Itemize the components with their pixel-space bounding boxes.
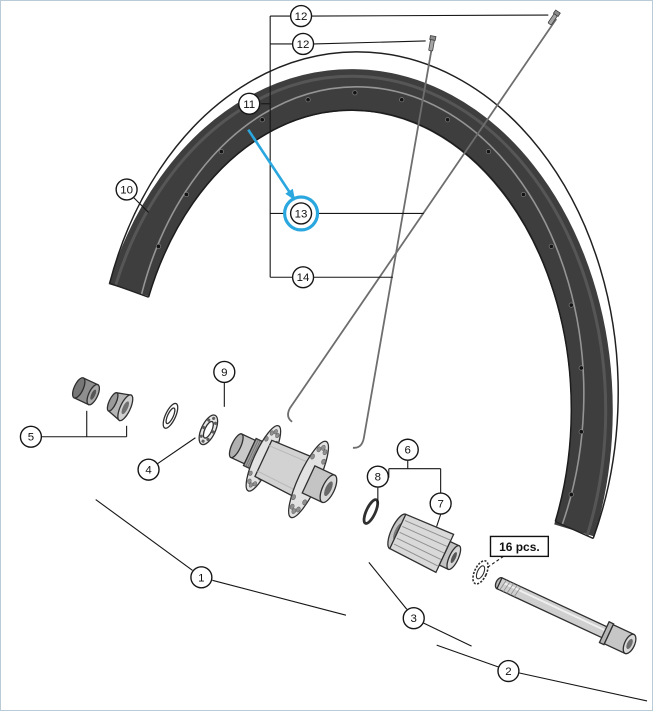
seal-washer <box>162 402 179 429</box>
callout-2[interactable]: 2 <box>497 659 520 683</box>
bearing <box>198 414 219 446</box>
cone-nut <box>106 392 134 422</box>
callout-5[interactable]: 5 <box>19 425 43 448</box>
callout-label: 12 <box>297 39 310 51</box>
pieces-leader <box>487 555 504 568</box>
rim-cut-left <box>109 282 149 298</box>
hub-end-cap <box>71 377 101 406</box>
rim-inner-highlight <box>140 86 585 525</box>
callout-label: 14 <box>297 272 310 284</box>
pieces-note: 16 pcs. <box>489 535 550 558</box>
highlight-arrow-head <box>285 188 296 201</box>
callout-9[interactable]: 9 <box>213 360 236 384</box>
highlight-ring <box>283 195 320 232</box>
spoke-nipple <box>547 9 561 26</box>
callout-1[interactable]: 1 <box>190 566 213 589</box>
highlight-arrow-shaft <box>247 128 291 193</box>
callout-label: 12 <box>295 11 308 23</box>
highlight-annotation <box>247 128 320 232</box>
callout-label: 6 <box>405 445 411 457</box>
rim-outer-edge <box>108 51 619 539</box>
callout-label: 9 <box>221 367 227 379</box>
callout-12-second[interactable]: 12 <box>291 32 315 56</box>
callout-6[interactable]: 6 <box>396 438 419 461</box>
callout-label: 1 <box>198 572 204 584</box>
freehub-body <box>387 513 462 574</box>
o-ring <box>362 498 380 525</box>
spoke-nipple <box>428 35 437 52</box>
callout-10[interactable]: 10 <box>115 178 138 201</box>
bearing-balls <box>199 416 218 443</box>
rim-cut-right <box>555 520 594 540</box>
callout-label: 2 <box>505 666 511 678</box>
spoke <box>287 18 558 423</box>
callout-3[interactable]: 3 <box>402 607 425 630</box>
callout-label: 13 <box>295 208 308 220</box>
rim-sheen <box>114 74 608 536</box>
callout-11[interactable]: 11 <box>238 92 261 115</box>
serrated-lock-ring <box>472 559 489 585</box>
rim-spoke-holes <box>156 90 584 498</box>
callout-14[interactable]: 14 <box>291 266 315 289</box>
axle-threads <box>499 579 522 597</box>
callout-8[interactable]: 8 <box>366 465 390 488</box>
thru-axle <box>494 577 637 655</box>
callout-4[interactable]: 4 <box>137 458 160 481</box>
spokes <box>287 18 558 449</box>
callout-label: 8 <box>375 472 381 484</box>
callout-12-top[interactable]: 12 <box>289 4 313 28</box>
right-flange-holes <box>289 444 328 514</box>
spoke <box>352 42 434 449</box>
callout-label: 4 <box>145 465 152 477</box>
rim-band <box>108 69 613 537</box>
callout-label: 5 <box>28 432 34 444</box>
callout-label: 3 <box>411 613 417 625</box>
pieces-note-text: 16 pcs. <box>499 540 540 554</box>
rim <box>108 51 619 540</box>
callout-label: 7 <box>437 499 443 511</box>
callout-label: 10 <box>120 184 133 196</box>
callout-13[interactable]: 13 <box>289 202 313 225</box>
callout-7[interactable]: 7 <box>429 492 452 515</box>
pieces-note-box <box>489 535 550 558</box>
hub-shell <box>228 424 338 519</box>
leader-lines <box>41 14 648 702</box>
rim-inner-edge <box>147 109 573 522</box>
callout-label: 11 <box>243 99 255 111</box>
